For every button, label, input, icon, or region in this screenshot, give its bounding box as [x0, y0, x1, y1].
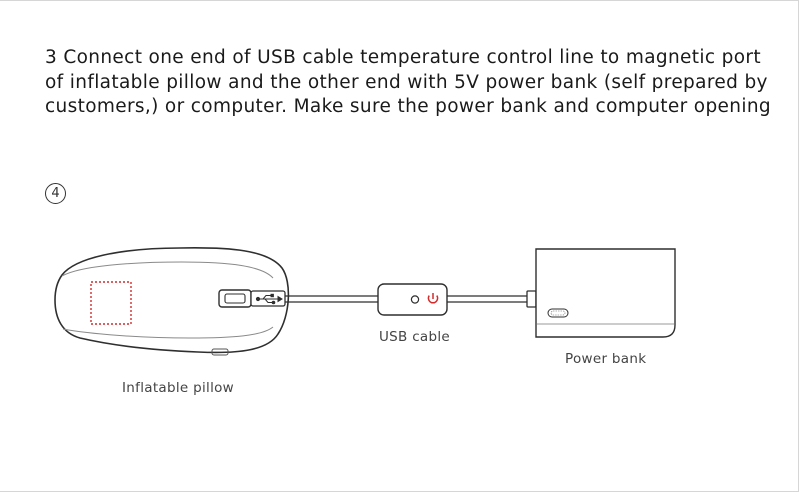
- usb-cable-controller: [377, 283, 448, 316]
- instruction-text: 3 Connect one end of USB cable temperatu…: [45, 47, 772, 117]
- magnetic-port: [218, 289, 286, 308]
- usb-cable-label: USB cable: [379, 329, 451, 345]
- pillow-valve: [211, 348, 229, 356]
- cable-left: [285, 295, 379, 303]
- inflatable-pillow: [54, 247, 290, 356]
- step-number-badge: 4: [45, 183, 66, 204]
- heating-zone-marker: [90, 281, 132, 325]
- cable-right: [447, 290, 537, 308]
- usb-plug: [526, 290, 537, 308]
- controller-indicator: [410, 295, 420, 304]
- power-bank-label: Power bank: [565, 351, 647, 367]
- pillow-label: Inflatable pillow: [122, 380, 235, 396]
- power-icon: [427, 293, 439, 304]
- usb-icon: [255, 293, 283, 305]
- power-bank: [535, 248, 676, 338]
